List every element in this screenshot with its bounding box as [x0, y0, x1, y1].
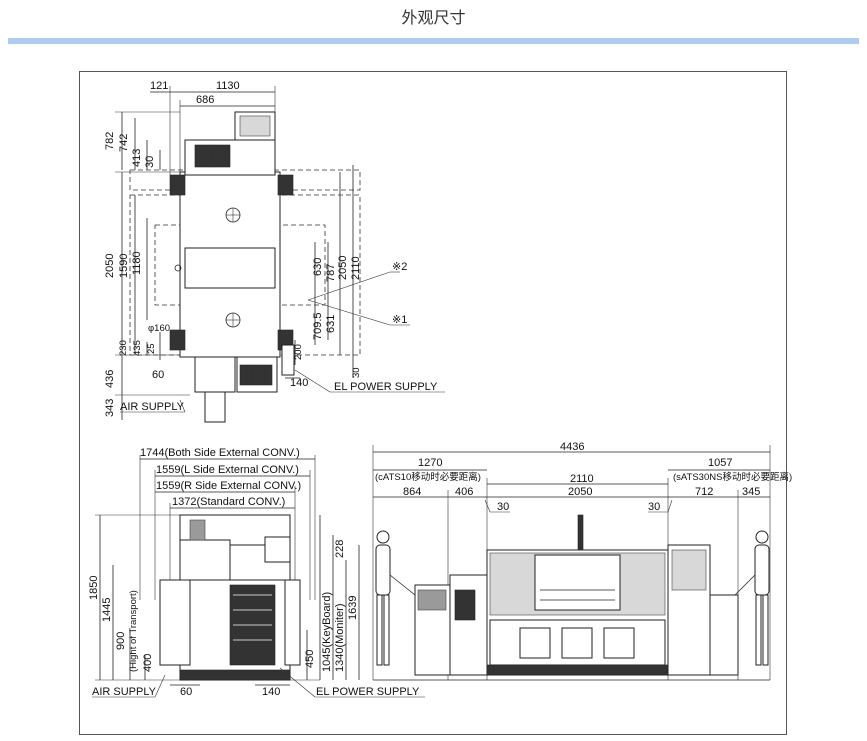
dim-1045-keyboard: 1045(KeyBoard) [321, 592, 333, 672]
dim-345: 345 [742, 486, 760, 498]
dim-1639: 1639 [347, 596, 359, 620]
dim-450: 450 [304, 650, 316, 668]
dim-1445: 1445 [101, 598, 113, 622]
dim-2050-front: 2050 [568, 486, 592, 498]
top-view: 121 1130 686 782 742 413 30 2050 1590 11… [104, 80, 445, 423]
dim-400: 400 [142, 654, 154, 672]
dim-30-top: 30 [144, 156, 156, 168]
dim-1850: 1850 [88, 576, 100, 600]
dim-1130: 1130 [216, 80, 240, 92]
dim-782: 782 [104, 132, 116, 150]
dim-631: 631 [325, 315, 337, 333]
dim-4436: 4436 [560, 441, 584, 453]
dim-686: 686 [196, 94, 214, 106]
side-view: 1744(Both Side External CONV.) 1559(L Si… [88, 447, 425, 698]
dim-2050-right: 2050 [337, 256, 349, 280]
dim-343: 343 [104, 399, 116, 417]
dim-742: 742 [118, 134, 130, 152]
air-supply-label-top: AIR SUPPLY [120, 401, 185, 413]
sats30ns-note: (sATS30NS移动时必要距离) [673, 471, 792, 483]
dim-60-side: 60 [180, 686, 192, 698]
dim-1180: 1180 [131, 251, 143, 275]
dim-406: 406 [455, 486, 473, 498]
dim-228: 228 [334, 540, 346, 558]
dim-60-top: 60 [152, 369, 164, 381]
dim-1340-moniter: 1340(Moniter) [334, 604, 346, 672]
dim-200: 200 [293, 344, 304, 360]
conv-dim-both: 1744(Both Side External CONV.) [140, 447, 300, 459]
el-power-label-top: EL POWER SUPPLY [334, 381, 438, 393]
dim-709-5: 709.5 [312, 312, 324, 340]
air-supply-label-side: AIR SUPPLY [92, 686, 157, 698]
conv-dim-r: 1559(R Side External CONV.) [156, 480, 301, 492]
dim-2050-left: 2050 [104, 254, 116, 278]
dim-1057: 1057 [708, 457, 732, 469]
dim-phi160: φ160 [148, 323, 170, 334]
el-power-label-side: EL POWER SUPPLY [316, 686, 420, 698]
note-2: ※2 [392, 261, 407, 273]
dim-712: 712 [695, 486, 713, 498]
dim-140-top: 140 [290, 377, 308, 389]
dim-25: 25 [146, 343, 157, 354]
dim-30-front-right: 30 [648, 501, 660, 513]
dim-435: 435 [132, 340, 143, 356]
dim-413: 413 [131, 149, 143, 167]
hight-of-transport: (Hight of Transport) [128, 590, 139, 672]
conv-dim-l: 1559(L Side External CONV.) [156, 464, 299, 476]
page-title: 外观尺寸 [401, 8, 466, 27]
dim-1270: 1270 [418, 457, 442, 469]
dim-2110-front: 2110 [570, 473, 594, 485]
dim-787: 787 [325, 264, 337, 282]
title-divider [8, 38, 859, 44]
dim-30-front-left: 30 [497, 501, 509, 513]
dim-121: 121 [150, 80, 168, 92]
dim-900: 900 [115, 632, 127, 650]
dim-864: 864 [403, 486, 421, 498]
cats10-note: (cATS10移动时必要距离) [375, 471, 481, 483]
conv-dim-std: 1372(Standard CONV.) [172, 496, 285, 508]
dim-436: 436 [104, 370, 116, 388]
dim-630: 630 [312, 258, 324, 276]
front-view: 4436 1270 (cATS10移动时必要距离) 1057 (sATS30NS… [372, 441, 792, 681]
dim-1590: 1590 [118, 254, 130, 278]
dim-2110-top: 2110 [350, 256, 362, 280]
dim-230: 230 [118, 340, 129, 356]
dim-140-side: 140 [262, 686, 280, 698]
dim-30-right: 30 [351, 367, 362, 378]
note-1: ※1 [392, 314, 407, 326]
